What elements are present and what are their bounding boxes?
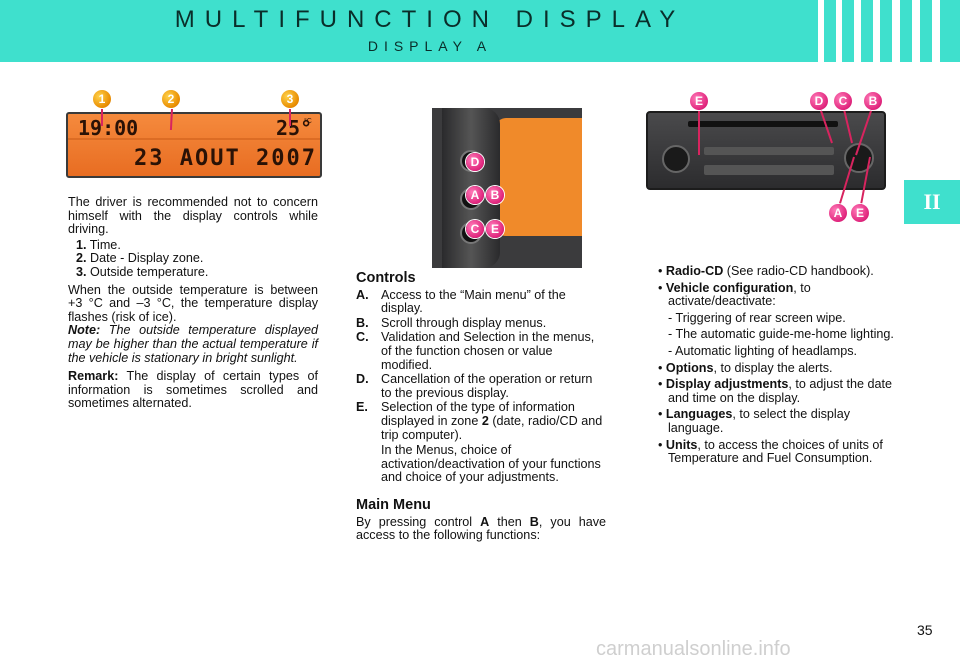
remark-paragraph: Remark: The display of certain types of … [68, 369, 318, 411]
callout-b: B [486, 186, 504, 204]
main-menu-heading: Main Menu [356, 496, 431, 513]
callout-2: 2 [162, 90, 180, 108]
list-item: 3. Outside temperature. [76, 264, 209, 279]
page-subtitle: DISPLAY A [367, 38, 493, 54]
menu-item-languages: • Languages, to select the display langu… [658, 407, 851, 435]
controls-heading: Controls [356, 270, 416, 286]
lcd-date: 23 AOUT 2007 [134, 146, 317, 171]
callout-1: 1 [93, 90, 111, 108]
callout-e: E [851, 204, 869, 222]
radio-callout-lines [698, 104, 874, 211]
lcd-callout-lines [101, 108, 291, 130]
menu-item-radio-cd: • Radio-CD (See radio-CD handbook). [658, 264, 874, 278]
callout-e: E [690, 92, 708, 110]
left-column: The driver is recommended not to concern… [68, 195, 318, 416]
main-menu-paragraph: By pressing control A then B, you have a… [356, 514, 607, 543]
note-text: The outside temperature displayed may be… [68, 323, 319, 365]
header-stripe [892, 0, 900, 62]
controls-photo [432, 108, 582, 268]
intro-paragraph: The driver is recommended not to concern… [68, 195, 318, 237]
vehicle-sub-item: - Automatic lighting of headlamps. [668, 343, 858, 358]
page-number: 35 [917, 622, 933, 638]
lcd-time: 19:00 [78, 116, 139, 140]
list-item: 1. Time. [76, 237, 121, 252]
lcd-temperature-unit: °C [304, 118, 312, 125]
callout-d: D [466, 153, 484, 171]
vehicle-sub-item: - The automatic guide-me-home lighting. [668, 327, 894, 342]
callout-a: A [829, 204, 847, 222]
radio-button-row [704, 147, 834, 155]
page-title: MULTIFUNCTION DISPLAY [174, 6, 686, 33]
radio-cd-slot [688, 121, 838, 127]
menu-item-vehicle-configuration: • Vehicle configuration, to activate/dea… [658, 280, 811, 309]
control-item: A.Access to the “Main menu” of the displ… [356, 287, 566, 316]
callout-b: B [864, 92, 882, 110]
remark-label: Remark: [68, 369, 119, 384]
header-stripe [818, 0, 824, 62]
header-stripe [854, 0, 861, 62]
control-item: B.Scroll through display menus. [356, 315, 547, 330]
callout-c: C [834, 92, 852, 110]
display-zones-list: 1. Time. 2. Date - Display zone. 3. Outs… [68, 237, 318, 280]
callout-d: D [810, 92, 828, 110]
vehicle-sub-item: - Triggering of rear screen wipe. [668, 310, 846, 325]
lcd-temperature: 25° [276, 116, 313, 140]
right-column: • Radio-CD (See radio-CD handbook). • Ve… [658, 264, 894, 469]
controls-display-screen [496, 118, 582, 236]
temperature-note: When the outside temperature is between … [68, 282, 318, 324]
middle-column: Controls A.Access to the “Main menu” of … [356, 270, 607, 548]
callout-a: A [466, 186, 484, 204]
radio-volume-knob [662, 145, 690, 173]
header-stripe [932, 0, 940, 62]
menu-item-options: • Options, to display the alerts. [658, 360, 833, 375]
header-stripe [836, 0, 842, 62]
header-stripe [912, 0, 920, 62]
menu-item-units: • Units, to access the choices of units … [658, 437, 883, 466]
section-tab: II [904, 180, 960, 224]
menu-item-display-adjustments: • Display adjustments, to adjust the dat… [658, 377, 893, 405]
control-item: C.Validation and Selection in the menus,… [356, 330, 595, 372]
remark-text: The display of certain types of informat… [68, 369, 318, 411]
header-stripe [873, 0, 880, 62]
callout-e: E [486, 220, 504, 238]
radio-preset-row [704, 165, 834, 175]
header-banner: MULTIFUNCTION DISPLAY DISPLAY A [0, 0, 960, 62]
note-paragraph: Note: The outside temperature displayed … [68, 324, 318, 365]
lcd-segment-art [68, 138, 320, 140]
list-item: 2. Date - Display zone. [76, 251, 204, 266]
control-item: D.Cancellation of the operation or retur… [356, 372, 593, 400]
radio-unit-photo [646, 111, 886, 190]
note-label: Note: [68, 323, 101, 338]
callout-c: C [466, 220, 484, 238]
callout-3: 3 [281, 90, 299, 108]
lcd-display-image: 19:00 25° °C 23 AOUT 2007 [66, 112, 322, 178]
watermark: carmanualsonline.info [596, 638, 791, 660]
control-item: E. Selection of the type of information … [356, 400, 603, 485]
